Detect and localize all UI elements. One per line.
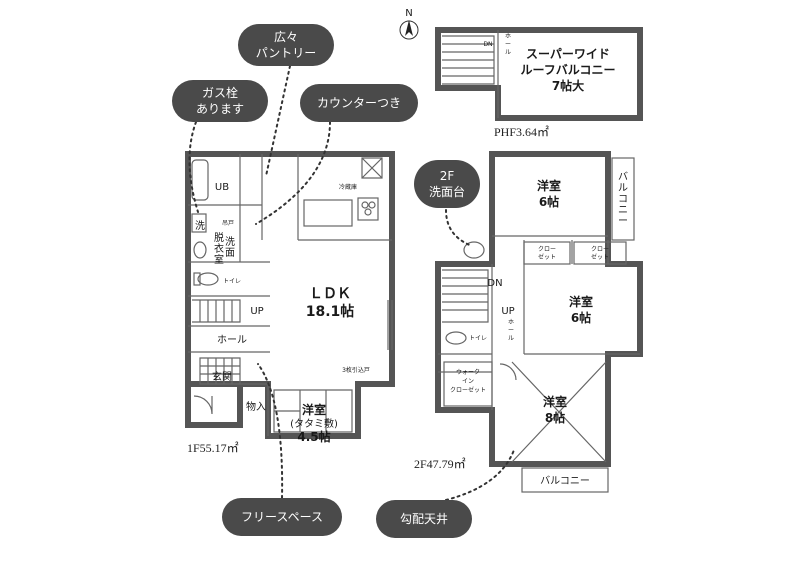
entrance-label: 玄関	[212, 370, 232, 383]
callout-washstand: 2F 洗面台	[414, 160, 480, 208]
walkin-label-3: クローゼット	[450, 386, 486, 394]
roof-balcony-label-1: スーパーワイド	[526, 47, 610, 61]
room2-size: 6帖	[571, 310, 591, 325]
ph-hall-char-1: ホ	[505, 33, 511, 40]
side-balcony-char-3: コ	[618, 194, 628, 205]
dressing-label-1: 脱	[214, 231, 224, 244]
callout-pantry-line1: 広々	[274, 30, 298, 44]
penthouse-area: PHF3.64㎡	[494, 125, 549, 139]
closet1-label-1: クロー	[538, 246, 556, 253]
washbasin-label-2: 面	[225, 248, 235, 259]
ph-stairs-down-label: DN	[483, 41, 492, 48]
callout-gas: ガス栓 あります	[172, 80, 268, 122]
penthouse-plan	[435, 27, 643, 121]
walkin-label-1: ウォーク	[456, 368, 480, 376]
callout-washstand-line2: 洗面台	[429, 184, 465, 199]
japanese-room-label: 洋室	[302, 402, 326, 417]
bottom-balcony-label: バルコニー	[540, 475, 590, 487]
side-balcony-char-1: バ	[618, 171, 628, 183]
room1-label: 洋室	[537, 178, 561, 193]
unit-bath-label: UB	[215, 182, 229, 193]
roof-balcony-label-2: ルーフバルコニー	[520, 63, 615, 77]
hall-label-1f: ホール	[217, 334, 247, 346]
washbasin-label-1: 洗	[225, 236, 235, 248]
callout-gas-line1: ガス栓	[202, 85, 238, 100]
floor1-area: 1F55.17㎡	[187, 441, 239, 455]
roof-balcony-size: 7帖大	[552, 78, 584, 93]
gas-pointer	[188, 121, 199, 213]
ph-hall-char-3: ル	[505, 49, 511, 56]
room3-label: 洋室	[543, 394, 567, 409]
floor2-area: 2F47.79㎡	[414, 457, 466, 471]
callout-ceiling: 勾配天井	[376, 500, 472, 538]
dressing-label-2: 衣	[214, 242, 224, 255]
washer-label: 洗	[195, 220, 205, 232]
hall-char-1-2f: ホ	[508, 319, 514, 326]
pantry-pointer	[265, 65, 291, 177]
ldk-name: ＬＤＫ	[309, 286, 351, 302]
closet1-label-2: ゼット	[538, 253, 556, 261]
callout-gas-line2: あります	[196, 102, 244, 116]
callout-counter: カウンターつき	[300, 84, 418, 122]
side-balcony-char-5: ー	[618, 216, 628, 227]
floor1-plan	[185, 151, 395, 439]
callout-free-space: フリースペース	[222, 498, 342, 536]
side-balcony-char-4: ニ	[618, 205, 628, 216]
ph-hall-char-2: ー	[505, 41, 511, 48]
fridge-label: 冷蔵庫	[339, 183, 357, 191]
callout-pantry-line2: パントリー	[256, 46, 317, 60]
free-space-pointer	[257, 363, 284, 499]
hall-char-3-2f: ル	[508, 335, 514, 342]
washstand-pointer	[445, 209, 473, 247]
stairs-up-label-2f: UP	[501, 306, 514, 317]
callout-free-space-text: フリースペース	[241, 510, 323, 524]
sliding-door-label: 3枚引込戸	[342, 366, 370, 374]
closet2-label-2: ゼット	[591, 253, 609, 261]
japanese-room-size: 4.5帖	[297, 429, 330, 444]
compass-icon	[399, 20, 419, 40]
hall-char-2-2f: ー	[508, 327, 514, 334]
ldk-size: 18.1帖	[306, 303, 355, 320]
callout-counter-text: カウンターつき	[317, 96, 401, 110]
walkin-label-2: イン	[462, 378, 474, 385]
stairs-up-label-1f: UP	[250, 306, 263, 317]
closet2-label-1: クロー	[591, 246, 609, 253]
japanese-room-note: (タタミ敷)	[290, 417, 338, 430]
stairs-down-label-2f: DN	[487, 278, 502, 289]
counter-pointer	[255, 121, 331, 225]
floor2-plan	[435, 151, 643, 493]
toilet-label-1f: トイレ	[223, 278, 241, 285]
toilet-label-2f: トイレ	[469, 335, 487, 342]
ceiling-pointer	[445, 449, 515, 501]
dressing-label-3: 室	[214, 253, 224, 266]
room1-size: 6帖	[539, 194, 559, 209]
room2-label: 洋室	[569, 294, 593, 309]
callout-washstand-line1: 2F	[440, 169, 455, 183]
room3-size: 8帖	[545, 410, 565, 425]
shelf-label: 吊戸	[222, 220, 234, 227]
compass-north-label: N	[405, 8, 412, 19]
callout-pantry: 広々 パントリー	[238, 24, 334, 66]
storage-label: 物入	[246, 400, 266, 413]
side-balcony-char-2: ル	[618, 183, 628, 194]
callout-ceiling-text: 勾配天井	[400, 512, 448, 526]
